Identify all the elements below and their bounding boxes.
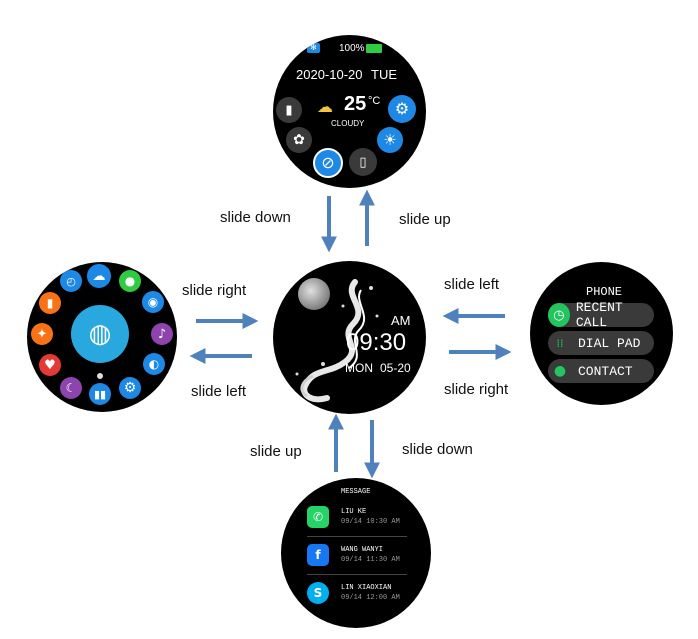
stopwatch-icon[interactable]: ◴ [60,270,82,292]
phone-title: PHONE [586,285,623,299]
message-time: 09/14 10:30 AM [341,518,400,526]
dial-pad-icon: ⁞⁞ [556,336,564,350]
bottom-watch-face[interactable]: MESSAGE ✆ LIU KE 09/14 10:30 AM f WANG W… [281,478,431,628]
message-item[interactable]: S LIN XIAOXIAN 09/14 12:00 AM [307,582,417,606]
message-item[interactable]: ✆ LIU KE 09/14 10:30 AM [307,506,417,530]
label-left-slide-right: slide right [182,282,247,299]
label-right-slide-left: slide left [444,276,500,293]
clock-icon: ◷ [548,303,570,327]
message-divider [307,574,407,575]
find-phone-icon[interactable]: ⊘ [313,148,343,178]
running-icon[interactable]: ✦ [31,323,53,345]
label-bottom-slide-down: slide down [402,441,473,458]
message-time: 09/14 12:00 AM [341,594,400,602]
label-top-slide-down: slide down [220,209,291,226]
person-icon: ● [553,363,567,379]
weather-text: CLOUDY [331,119,365,128]
water-splash-image [295,279,379,403]
facebook-icon: f [307,544,329,566]
heart-icon[interactable]: ♥ [39,354,61,376]
skype-icon: S [307,582,329,604]
message-sender: WANG WANYI [341,546,384,554]
brightness-icon[interactable]: ☀ [377,127,403,153]
label-right-slide-right: slide right [444,381,509,398]
left-watch-face[interactable]: ☁ ● ◴ ◉ ▮ ♪ ✦ ◍ ♥ ◐ ☾ ▮▮ ⚙ [27,262,177,412]
battery-percent: 100% [339,43,365,54]
whatsapp-icon: ✆ [307,506,329,528]
music-icon[interactable]: ♪ [151,323,173,345]
dial-pad-button[interactable]: ⁞⁞ DIAL PAD [548,331,654,355]
sleep-icon[interactable]: ☾ [60,377,82,399]
temperature-value: 25 [344,93,367,115]
message-title: MESSAGE [341,488,371,496]
battery-icon [366,44,382,53]
temperature-unit: °C [368,95,381,107]
center-watch-face[interactable]: AM 09:30 MON 05-20 [273,261,426,414]
top-watch-face[interactable]: ✻ 100% 2020-10-20 TUE ▮ ☁ 25 °C CLOUDY ⚙… [273,35,426,188]
moon-image [298,278,330,310]
weekday-text: MON [345,361,373,375]
recent-call-button[interactable]: ◷ RECENT CALL [548,300,654,330]
ampm-text: AM [391,313,411,328]
date-text: 2020-10-20 [296,67,363,82]
gear-app-icon[interactable]: ⚙ [119,377,141,399]
label-left-slide-left: slide left [191,383,247,400]
contact-label: CONTACT [578,363,633,379]
message-time: 09/14 11:30 AM [341,556,400,564]
weather-app-icon[interactable]: ☁ [87,264,111,288]
label-bottom-slide-up: slide up [250,443,302,460]
dial-pad-label: DIAL PAD [578,335,641,351]
weekday-text: TUE [371,67,397,82]
message-sender: LIN XIAOXIAN [341,584,392,592]
steps-app-icon[interactable]: ◍ [71,305,129,363]
recent-call-label: RECENT CALL [575,300,623,330]
cloudy-icon: ☁ [317,97,333,116]
dial-app-icon[interactable]: ◐ [143,353,165,375]
footprint-icon[interactable]: ▮▮ [89,383,111,405]
camera-icon[interactable]: ◉ [142,291,164,313]
water-drop-icon[interactable]: ● [119,270,141,292]
message-divider [307,536,407,537]
message-item[interactable]: f WANG WANYI 09/14 11:30 AM [307,544,417,568]
right-watch-face[interactable]: PHONE ◷ RECENT CALL ⁞⁞ DIAL PAD ● CONTAC… [530,262,673,405]
battery-saver-icon[interactable]: ▮ [276,97,302,123]
label-top-slide-up: slide up [399,211,451,228]
date-text: 05-20 [380,361,411,375]
bluetooth-icon: ✻ [307,43,320,53]
thermometer-icon[interactable]: ▮ [39,292,61,314]
theater-icon[interactable]: ✿ [286,127,312,153]
vibrate-off-icon[interactable]: ▯ [349,148,377,176]
contact-button[interactable]: ● CONTACT [548,359,654,383]
message-sender: LIU KE [341,508,367,516]
page-indicator-dot [97,373,103,379]
settings-icon[interactable]: ⚙ [388,95,416,123]
time-text: 09:30 [346,329,407,356]
